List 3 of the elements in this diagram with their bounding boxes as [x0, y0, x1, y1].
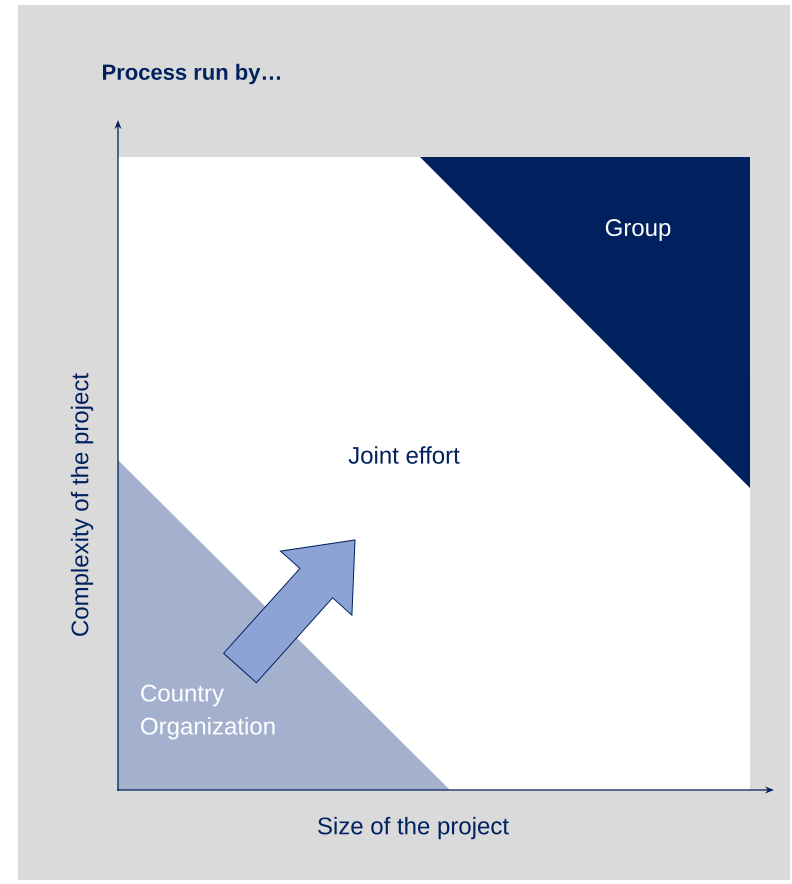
axis-label: Complexity of the project [70, 373, 94, 636]
title: Process run by… [103, 64, 280, 84]
axis-label: Size of the project [318, 816, 509, 840]
